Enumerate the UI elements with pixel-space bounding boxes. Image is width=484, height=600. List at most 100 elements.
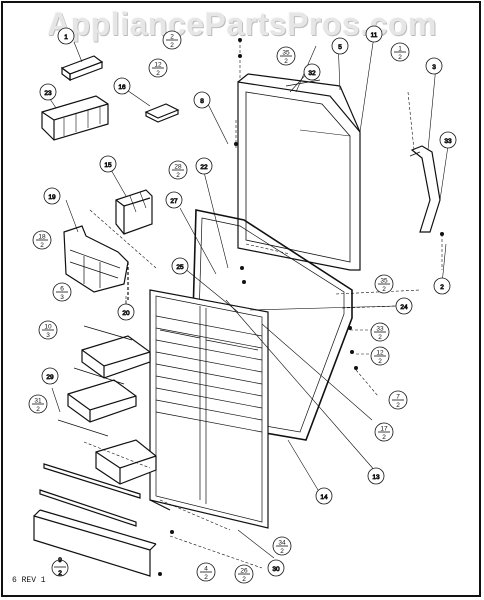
svg-text:33: 33 — [444, 138, 452, 145]
fraction-numerator: 10 — [44, 324, 52, 331]
fraction-denominator: 2 — [176, 172, 180, 179]
svg-text:19: 19 — [48, 194, 56, 201]
fraction-callout-4-2: 42 — [196, 562, 216, 582]
callout-1: 1 — [57, 27, 75, 45]
fraction-denominator: 3 — [60, 294, 64, 301]
callout-30: 30 — [267, 559, 285, 577]
callout-3: 3 — [425, 57, 443, 75]
callout-5: 5 — [331, 37, 349, 55]
fraction-callout-6-3: 63 — [52, 282, 72, 302]
svg-text:14: 14 — [320, 494, 328, 501]
door-bin-middle — [67, 379, 137, 423]
door-bin-small — [95, 439, 157, 485]
callout-13: 13 — [367, 467, 385, 485]
svg-text:32: 32 — [308, 70, 316, 77]
fraction-denominator: 2 — [378, 358, 382, 365]
fraction-callouts: 2212235212282182631033123523321227217234… — [28, 30, 410, 584]
svg-text:8: 8 — [200, 98, 204, 105]
callout-20: 20 — [117, 303, 135, 321]
svg-text:24: 24 — [400, 304, 408, 311]
svg-text:29: 29 — [46, 374, 54, 381]
callouts: 1 5 11 3 32 8 16 23 33 15 19 22 27 25 20… — [39, 25, 457, 577]
fraction-denominator: 2 — [36, 406, 40, 413]
screws — [158, 38, 444, 576]
callout-32: 32 — [303, 63, 321, 81]
svg-text:2: 2 — [58, 570, 62, 577]
fraction-denominator: 2 — [396, 402, 400, 409]
fraction-numerator: 6 — [60, 286, 64, 293]
svg-text:16: 16 — [118, 84, 126, 91]
fraction-numerator: 17 — [380, 426, 388, 433]
svg-text:20: 20 — [122, 310, 130, 317]
fraction-numerator: 28 — [174, 164, 182, 171]
fraction-numerator: 26 — [240, 568, 248, 575]
fraction-numerator: 1 — [398, 46, 402, 53]
callout-25: 25 — [171, 257, 189, 275]
callout-9: 92 — [51, 557, 69, 577]
fraction-numerator: 31 — [34, 398, 42, 405]
hinge-bracket — [409, 145, 441, 233]
svg-text:11: 11 — [371, 32, 378, 39]
callout-2: 2 — [433, 277, 451, 295]
fraction-callout-2-2: 22 — [162, 30, 182, 50]
fraction-denominator: 2 — [156, 70, 160, 77]
fraction-denominator: 2 — [378, 334, 382, 341]
svg-text:2: 2 — [440, 284, 444, 291]
fraction-callout-34-2: 342 — [272, 536, 292, 556]
fraction-callout-17-2: 172 — [374, 422, 394, 442]
fraction-denominator: 2 — [204, 574, 208, 581]
fraction-numerator: 12 — [154, 62, 162, 69]
door-bin-upper — [81, 335, 151, 379]
revision-label: 6 REV 1 — [12, 576, 46, 585]
callout-29: 29 — [41, 367, 59, 385]
fraction-callout-35-2: 352 — [374, 274, 394, 294]
fraction-callout-12-2: 122 — [148, 58, 168, 78]
fraction-denominator: 2 — [382, 286, 386, 293]
fraction-callout-28-2: 282 — [168, 160, 188, 180]
callout-15: 15 — [99, 155, 117, 173]
fraction-callout-1-2: 12 — [390, 42, 410, 62]
fraction-numerator: 12 — [376, 350, 384, 357]
fraction-numerator: 34 — [278, 540, 286, 547]
fresh-food-door — [149, 289, 269, 529]
callout-16: 16 — [113, 77, 131, 95]
freezer-shelf — [60, 55, 104, 82]
fraction-denominator: 2 — [170, 42, 174, 49]
fraction-callout-10-3: 103 — [38, 320, 58, 340]
callout-33: 33 — [439, 131, 457, 149]
fraction-denominator: 2 — [280, 548, 284, 555]
svg-text:1: 1 — [64, 34, 68, 41]
fraction-numerator: 35 — [380, 278, 388, 285]
callout-8: 8 — [193, 91, 211, 109]
svg-text:25: 25 — [176, 264, 184, 271]
fraction-denominator: 3 — [46, 332, 50, 339]
svg-text:5: 5 — [338, 44, 342, 51]
svg-text:30: 30 — [272, 566, 280, 573]
bin-rails — [57, 325, 133, 437]
fraction-denominator: 2 — [40, 242, 44, 249]
callout-22: 22 — [195, 157, 213, 175]
callout-23: 23 — [39, 83, 57, 101]
freezer-door — [237, 73, 361, 271]
callout-24: 24 — [395, 297, 413, 315]
svg-text:27: 27 — [170, 198, 178, 205]
svg-text:23: 23 — [44, 90, 52, 97]
fraction-callout-7-2: 72 — [388, 390, 408, 410]
fraction-denominator: 2 — [398, 54, 402, 61]
svg-text:15: 15 — [104, 162, 112, 169]
fraction-callout-12-2: 122 — [370, 346, 390, 366]
leader-lines — [47, 35, 449, 559]
fraction-numerator: 7 — [396, 394, 400, 401]
fraction-denominator: 2 — [382, 434, 386, 441]
svg-text:13: 13 — [372, 474, 380, 481]
small-tray — [144, 103, 180, 123]
fraction-callout-18-2: 182 — [32, 230, 52, 250]
fraction-callout-35-2: 352 — [276, 46, 296, 66]
callout-19: 19 — [43, 187, 61, 205]
fraction-denominator: 2 — [242, 576, 246, 583]
fraction-numerator: 18 — [38, 234, 46, 241]
fraction-callout-31-2: 312 — [28, 394, 48, 414]
svg-text:9: 9 — [58, 557, 62, 564]
svg-text:22: 22 — [200, 164, 208, 171]
